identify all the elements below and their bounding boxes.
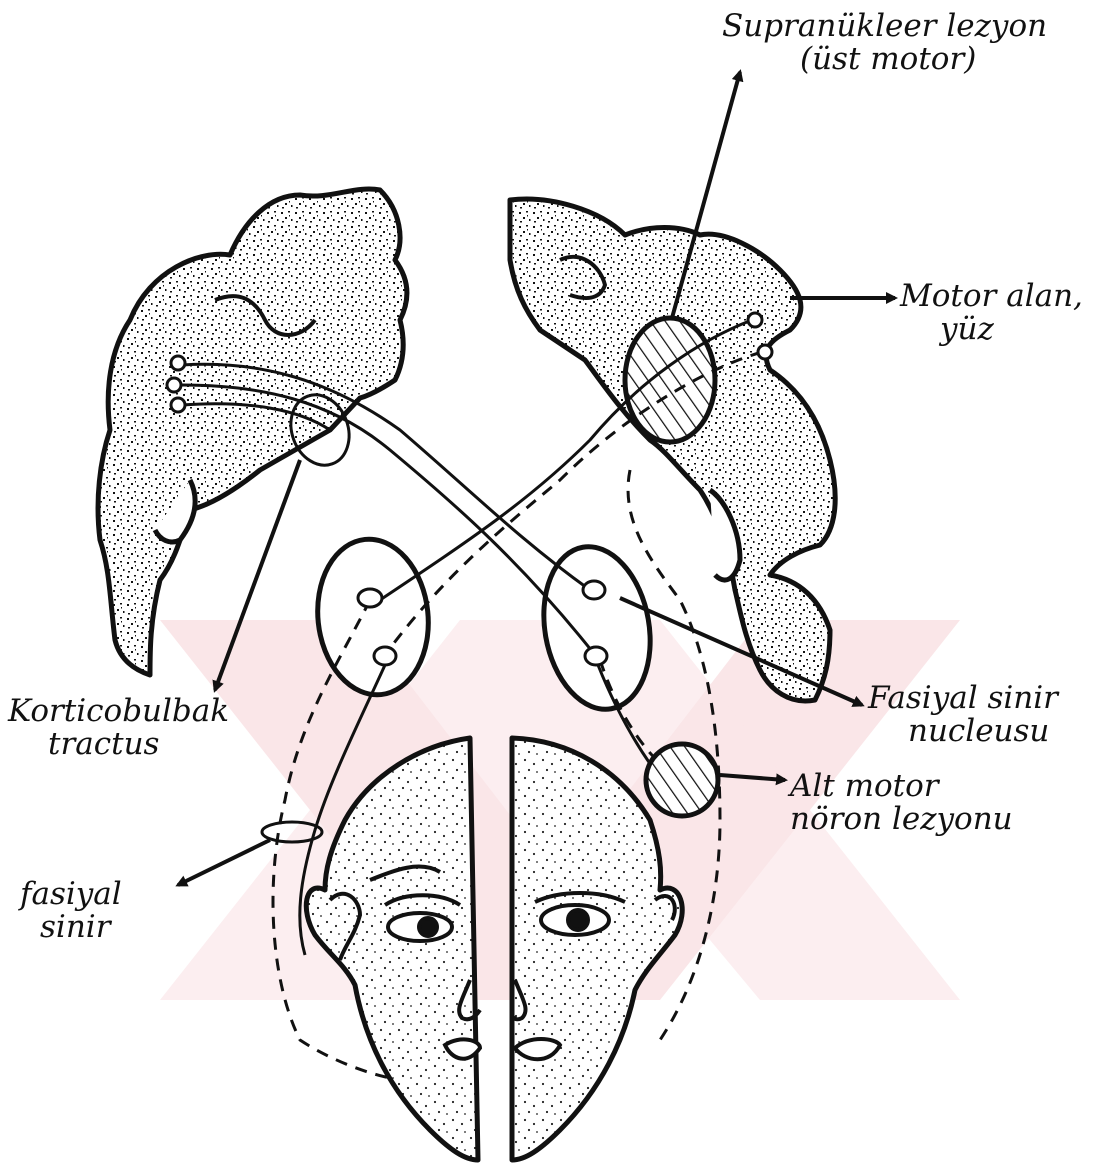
facial-nucleus-line1: Fasiyal sinir	[868, 682, 1058, 715]
lower-motor-lesion-line2: nöron lezyonu	[790, 803, 1013, 836]
motor-area-label: Motor alan, yüz	[900, 280, 1083, 345]
supranuclear-lesion	[625, 318, 715, 442]
supranuclear-lesion-label: Supranükleer lezyon (üst motor)	[722, 10, 1047, 75]
facial-nucleus-line2: nucleusu	[868, 715, 1058, 748]
facial-nerve-label: fasiyal sinir	[20, 878, 122, 943]
lower-motor-lesion	[646, 744, 718, 816]
facial-nerve-line2: sinir	[20, 911, 122, 944]
motor-area-line1: Motor alan,	[900, 280, 1083, 313]
facial-nucleus-label: Fasiyal sinir nucleusu	[868, 682, 1058, 747]
motor-area-line2: yüz	[900, 313, 1083, 346]
lower-motor-lesion-line1: Alt motor	[790, 770, 1013, 803]
corticobulbar-tract-line2: tractus	[8, 728, 229, 761]
corticobulbar-tract-label: Korticobulbak tractus	[8, 695, 229, 760]
corticobulbar-tract-line1: Korticobulbak	[8, 695, 229, 728]
facial-nerve-line1: fasiyal	[20, 878, 122, 911]
lower-motor-lesion-label: Alt motor nöron lezyonu	[790, 770, 1013, 835]
supranuclear-lesion-line1: Supranükleer lezyon	[722, 10, 1047, 43]
supranuclear-lesion-line2: (üst motor)	[722, 43, 1047, 76]
